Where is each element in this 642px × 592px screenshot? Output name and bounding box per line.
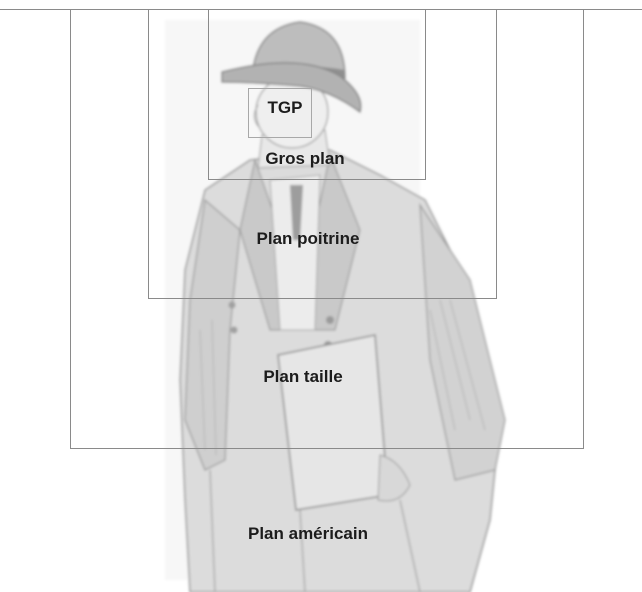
tgp-label: TGP [268, 98, 303, 118]
plan-americain-label: Plan américain [248, 524, 368, 544]
plan-poitrine-label: Plan poitrine [257, 229, 360, 249]
gros-plan-label: Gros plan [265, 149, 344, 169]
plan-taille-label: Plan taille [263, 367, 342, 387]
